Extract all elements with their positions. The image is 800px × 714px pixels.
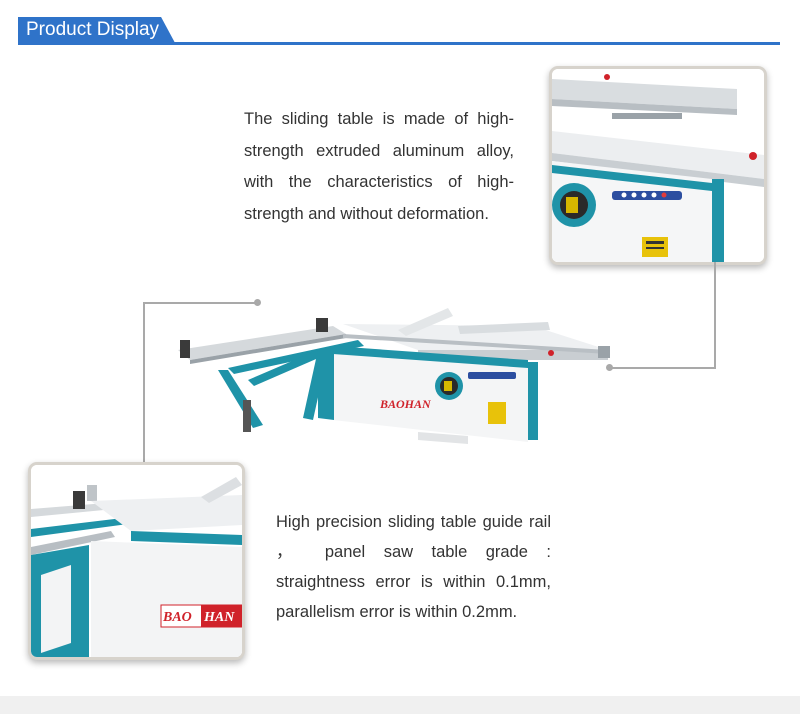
sliding-table-description: The sliding table is made of high-streng… (244, 110, 514, 223)
guide-rail-detail-image: BAO HAN (28, 462, 245, 660)
brand-name-right: HAN (203, 610, 235, 625)
sliding-table-detail-image (549, 66, 767, 265)
connector-dot-top (606, 364, 613, 371)
brand-name-left: BAO (162, 610, 192, 625)
section-title-rule (18, 42, 780, 45)
connector-line-left-horizontal (143, 302, 257, 304)
section-title: Product Display (18, 17, 175, 43)
guide-rail-description: High precision sliding table guide rail … (276, 513, 551, 621)
main-machine-brand: BAOHAN (379, 397, 432, 411)
panel-saw-machine-image: BAOHAN (168, 290, 618, 455)
footer-bar (0, 696, 800, 714)
connector-line-left-vertical (143, 302, 145, 462)
connector-line-top-vertical (714, 262, 716, 368)
connector-line-top-horizontal (612, 367, 716, 369)
connector-dot-left (254, 299, 261, 306)
